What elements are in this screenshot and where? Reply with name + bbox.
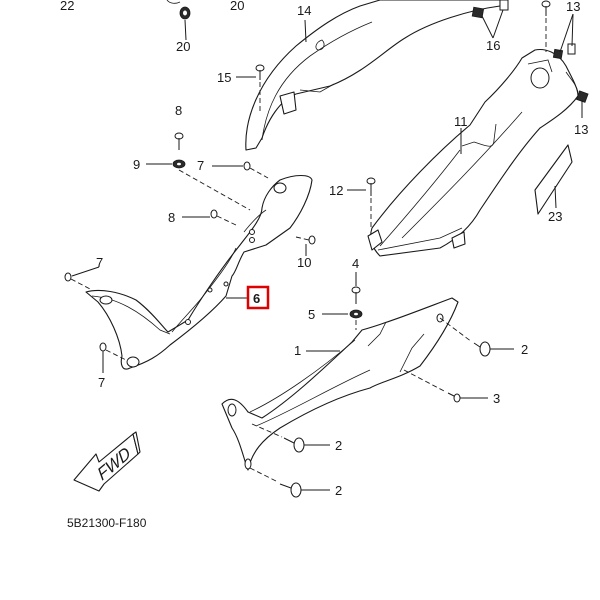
callout-4[interactable]: 4: [352, 256, 359, 271]
highlight-box-6: [246, 285, 270, 310]
callout-5[interactable]: 5: [308, 307, 315, 322]
screw-8-middle[interactable]: [210, 209, 239, 227]
callout-16[interactable]: 16: [486, 38, 500, 53]
callout-13-right[interactable]: 13: [574, 122, 588, 137]
callout-8-top[interactable]: 8: [175, 103, 182, 118]
callout-3[interactable]: 3: [493, 391, 500, 406]
screw-8-washer-9[interactable]: [172, 132, 251, 211]
part-23-emblem[interactable]: [534, 144, 573, 215]
screw-4-washer-5[interactable]: [349, 286, 363, 330]
screw-7-upper[interactable]: [243, 161, 269, 179]
part-13-nuts[interactable]: [552, 43, 589, 103]
callout-15[interactable]: 15: [217, 70, 231, 85]
screw-2-right[interactable]: [439, 317, 491, 357]
callout-2-right[interactable]: 2: [521, 342, 528, 357]
screw-2-lower[interactable]: [249, 467, 302, 498]
callout-14[interactable]: 14: [297, 3, 311, 18]
callout-7-left-upper[interactable]: 7: [96, 255, 103, 270]
callout-23[interactable]: 23: [548, 209, 562, 224]
screw-10[interactable]: [295, 235, 316, 245]
part-1-lower-cover[interactable]: [221, 297, 459, 471]
diagram-code: 5B21300-F180: [67, 516, 147, 530]
part-20-grommet[interactable]: [166, 0, 191, 20]
callout-2-middle[interactable]: 2: [335, 438, 342, 453]
callout-20-top[interactable]: 20: [230, 0, 244, 13]
callout-1[interactable]: 1: [294, 343, 301, 358]
screw-12[interactable]: [366, 177, 376, 228]
part-16-clips[interactable]: [471, 0, 509, 19]
part-11-side-cover[interactable]: [367, 48, 579, 257]
callout-2-lower[interactable]: 2: [335, 483, 342, 498]
callout-22[interactable]: 22: [60, 0, 74, 13]
part-14-rear-cover[interactable]: [245, 0, 501, 151]
callout-20[interactable]: 20: [176, 39, 190, 54]
screw-13-top[interactable]: [541, 0, 551, 52]
callout-6[interactable]: 6: [253, 291, 260, 306]
callout-8-middle[interactable]: 8: [168, 210, 175, 225]
leader-lines: [71, 9, 583, 491]
screw-7-left-lower[interactable]: [99, 342, 127, 361]
callout-12[interactable]: 12: [329, 183, 343, 198]
callout-10[interactable]: 10: [297, 255, 311, 270]
callout-7-left-lower[interactable]: 7: [98, 375, 105, 390]
callout-13-top[interactable]: 13: [566, 0, 580, 14]
screw-2-middle[interactable]: [251, 423, 305, 453]
screw-15[interactable]: [255, 64, 265, 114]
screw-7-left-upper[interactable]: [64, 272, 93, 291]
fwd-arrow: FWD: [73, 431, 141, 492]
callout-11[interactable]: 11: [454, 114, 468, 129]
part-6-inner-panel[interactable]: [85, 174, 313, 370]
screw-3[interactable]: [403, 369, 461, 403]
callout-9[interactable]: 9: [133, 157, 140, 172]
callout-7-top[interactable]: 7: [197, 158, 204, 173]
